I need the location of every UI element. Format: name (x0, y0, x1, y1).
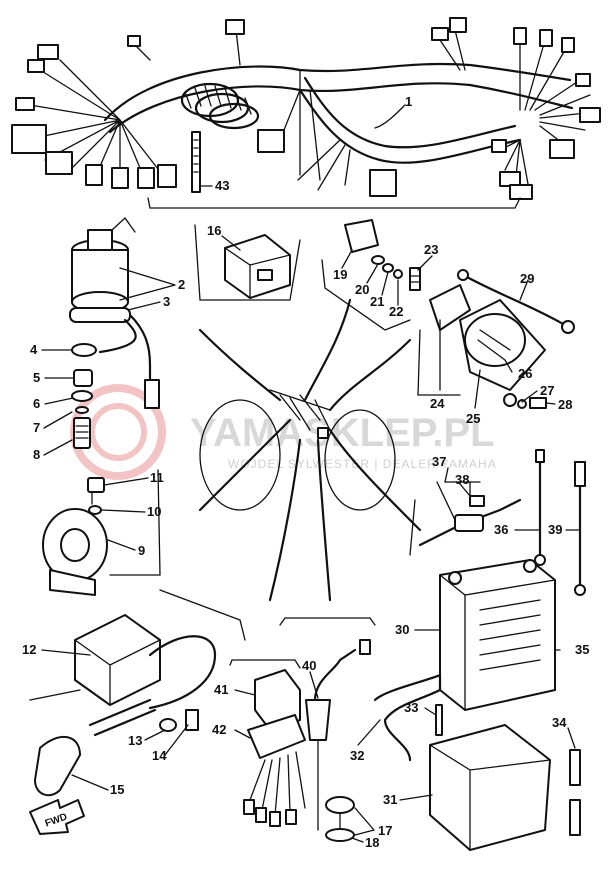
bullet-connector (157, 164, 177, 188)
callout-13: 13 (128, 733, 142, 748)
callout-16: 16 (207, 223, 221, 238)
callout-8: 8 (33, 447, 40, 462)
watermark-tagline: WOJDEL SYLWESTER | DEALER YAMAHA (228, 457, 497, 471)
bracket-30-37 (409, 499, 416, 556)
battery-band (373, 673, 442, 762)
callout-labels: 1 2 3 4 5 6 7 8 9 10 11 12 13 14 15 16 1… (22, 94, 589, 850)
forward-direction-marker: FWD (29, 799, 85, 835)
center-junction (198, 298, 422, 602)
relay-bracket-hardware (344, 219, 421, 291)
bracket-16 (194, 224, 301, 301)
callout-10: 10 (147, 504, 161, 519)
bullet-connector (575, 73, 591, 87)
connector-plug (509, 184, 533, 200)
connector-plug (37, 44, 59, 60)
connector-plug (499, 171, 521, 187)
callout-6: 6 (33, 396, 40, 411)
callout-3: 3 (163, 294, 170, 309)
bullet-connector (561, 37, 575, 53)
callout-24: 24 (430, 396, 445, 411)
ignition-coil-assembly (29, 614, 217, 797)
callout-23: 23 (424, 242, 438, 257)
callout-12: 12 (22, 642, 36, 657)
callout-leaders (41, 104, 581, 843)
callout-4: 4 (30, 342, 38, 357)
callout-43: 43 (215, 178, 229, 193)
connector-plug (431, 27, 449, 41)
neutral-switch-assembly (305, 639, 371, 842)
callout-38: 38 (455, 472, 469, 487)
callout-21: 21 (370, 294, 384, 309)
callout-9: 9 (138, 543, 145, 558)
battery-breather-pipe (435, 704, 443, 736)
battery-box (429, 724, 551, 851)
connector-block (45, 151, 73, 175)
callout-22: 22 (389, 304, 403, 319)
bracket-19-22 (321, 259, 411, 331)
wire-clamp-band (191, 131, 201, 193)
callout-25: 25 (466, 411, 480, 426)
bracket-40 (279, 617, 376, 626)
callout-1: 1 (405, 94, 412, 109)
callout-37: 37 (432, 454, 446, 469)
callout-36: 36 (494, 522, 508, 537)
connector-plug (225, 19, 245, 35)
callout-5: 5 (33, 370, 40, 385)
callout-30: 30 (395, 622, 409, 637)
bullet-connector (539, 29, 553, 47)
connector-plug (579, 107, 601, 123)
callout-39: 39 (548, 522, 562, 537)
callout-32: 32 (350, 748, 364, 763)
callout-7: 7 (33, 420, 40, 435)
bracket-24-25 (417, 329, 461, 396)
bullet-connector (137, 167, 155, 189)
callout-42: 42 (212, 722, 226, 737)
callout-20: 20 (355, 282, 369, 297)
horn-assembly (42, 477, 108, 596)
battery-assembly (439, 559, 556, 711)
callout-40: 40 (302, 658, 316, 673)
callout-29: 29 (520, 271, 534, 286)
callout-17: 17 (378, 823, 392, 838)
callout-26: 26 (518, 366, 532, 381)
connector-block (369, 169, 397, 197)
callout-33: 33 (404, 700, 418, 715)
battery-leads (534, 449, 586, 596)
bullet-connector (85, 164, 103, 186)
connector-plug (15, 97, 35, 111)
spiral-wrap (180, 82, 260, 130)
bullet-connector (111, 167, 129, 189)
callout-19: 19 (333, 267, 347, 282)
connector-block (549, 139, 575, 159)
callout-41: 41 (214, 682, 228, 697)
callout-11: 11 (150, 470, 164, 485)
flasher-relay (224, 234, 291, 299)
bracket-9-11 (109, 469, 161, 576)
callout-14: 14 (152, 748, 167, 763)
connector-block (257, 129, 285, 153)
bracket-12-14 (159, 589, 246, 641)
callout-28: 28 (558, 397, 572, 412)
callout-27: 27 (540, 383, 554, 398)
bracket-41-42 (229, 659, 301, 669)
terminal-ring (127, 35, 141, 47)
connector-plug (27, 59, 45, 73)
main-wire-harness (11, 17, 601, 209)
callout-31: 31 (383, 792, 397, 807)
battery-damper-pair (569, 749, 581, 836)
fuse-holder (418, 481, 522, 547)
main-switch-assembly (69, 217, 160, 449)
callout-18: 18 (365, 835, 379, 850)
connector-plug (449, 17, 467, 33)
bullet-connector (513, 27, 527, 45)
starter-relay (243, 669, 306, 827)
callout-2: 2 (178, 277, 185, 292)
callout-35: 35 (575, 642, 589, 657)
connector-block (11, 124, 47, 154)
callout-34: 34 (552, 715, 567, 730)
callout-15: 15 (110, 782, 124, 797)
bullet-connector (491, 139, 507, 153)
